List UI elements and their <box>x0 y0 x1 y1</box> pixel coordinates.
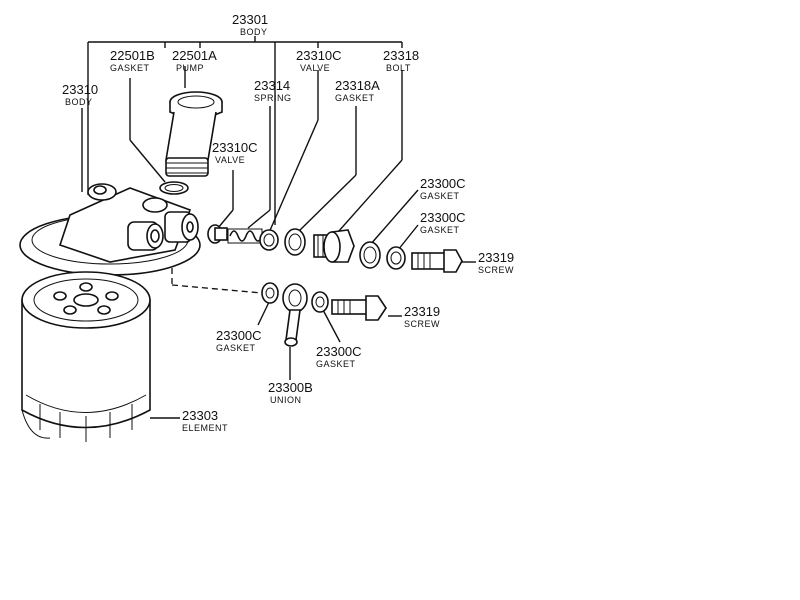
label-number-gasket-b1: 23300C <box>216 328 262 343</box>
label-name-gasket-r1: GASKET <box>420 191 460 201</box>
label-name-element: ELEMENT <box>182 423 228 433</box>
label-name-screw-r1: SCREW <box>478 265 514 275</box>
screw-part <box>411 249 463 273</box>
label-number-pump: 22501A <box>172 48 217 63</box>
label-number-screw-r2: 23319 <box>404 304 440 319</box>
label-number-screw-r1: 23319 <box>478 250 514 265</box>
label-number-gasket-23318a: 23318A <box>335 78 380 93</box>
filter-element <box>21 271 151 442</box>
label-name-body-top: BODY <box>240 27 268 37</box>
label-name-spring: SPRING <box>254 93 292 103</box>
label-number-gasket-b2: 23300C <box>316 344 362 359</box>
label-number-body-top: 23301 <box>232 12 268 27</box>
label-number-gasket-22501b: 22501B <box>110 48 155 63</box>
label-name-valve-top: VALVE <box>300 63 330 73</box>
label-number-gasket-r1: 23300C <box>420 176 466 191</box>
label-number-body-left: 23310 <box>62 82 98 97</box>
label-name-pump: PUMP <box>176 63 204 73</box>
label-number-union: 23300B <box>268 380 313 395</box>
label-number-valve-mid: 23310C <box>212 140 258 155</box>
label-number-valve-top: 23310C <box>296 48 342 63</box>
leader-lines <box>81 36 476 419</box>
label-number-gasket-r2: 23300C <box>420 210 466 225</box>
part-labels: 23301 BODY 22501B GASKET 22501A PUMP 233… <box>62 12 514 433</box>
union-row <box>261 282 387 347</box>
label-number-bolt: 23318 <box>383 48 419 63</box>
label-name-gasket-b2: GASKET <box>316 359 356 369</box>
label-name-screw-r2: SCREW <box>404 319 440 329</box>
label-name-bolt: BOLT <box>386 63 411 73</box>
label-name-union: UNION <box>270 395 302 405</box>
label-number-spring: 23314 <box>254 78 290 93</box>
label-name-body-left: BODY <box>65 97 93 107</box>
gasket-ring <box>159 181 189 195</box>
pump-part <box>165 91 223 177</box>
valve-spring-row <box>207 224 406 270</box>
label-name-gasket-22501b: GASKET <box>110 63 150 73</box>
label-name-gasket-r2: GASKET <box>420 225 460 235</box>
label-name-valve-mid: VALVE <box>215 155 245 165</box>
filter-head-body <box>19 183 201 276</box>
label-number-element: 23303 <box>182 408 218 423</box>
label-name-gasket-b1: GASKET <box>216 343 256 353</box>
label-name-gasket-23318a: GASKET <box>335 93 375 103</box>
